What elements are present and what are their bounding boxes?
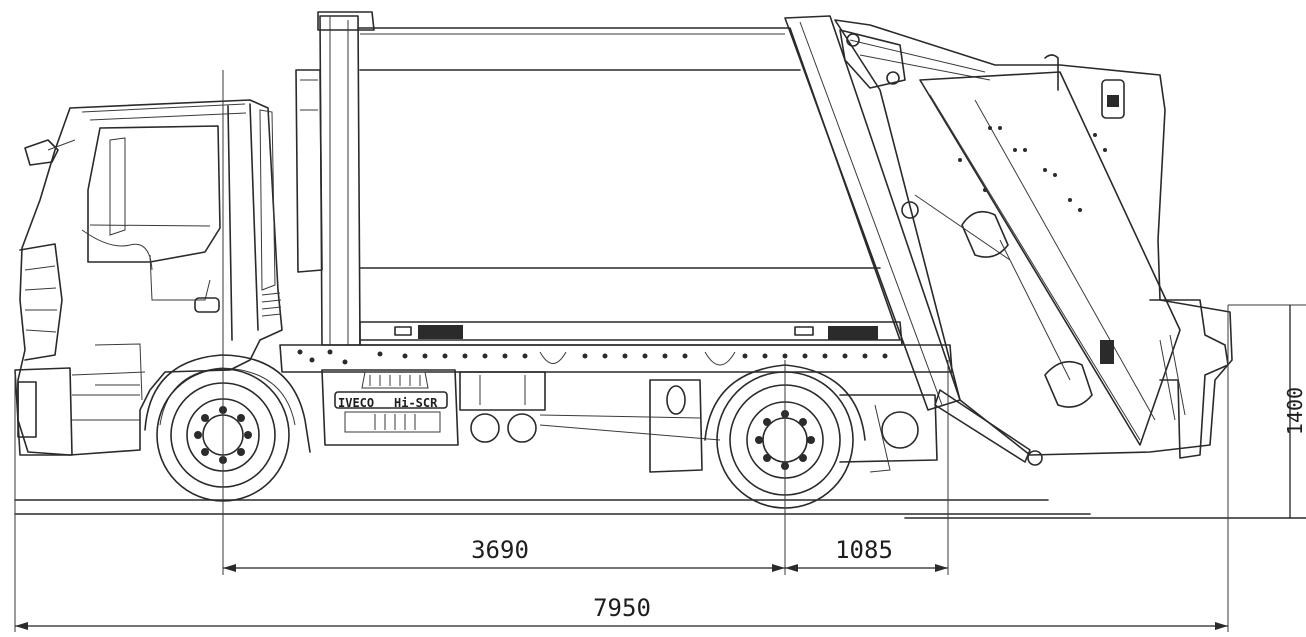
tailgate — [834, 19, 1233, 466]
brand-plate-text: IVECO — [338, 396, 374, 410]
chassis-rail — [279, 344, 953, 373]
tank-unit — [321, 369, 721, 446]
compactor-body — [295, 11, 961, 411]
dim-height-label: 1400 — [1283, 387, 1306, 435]
cab — [14, 99, 311, 456]
ground-lines — [14, 499, 1306, 519]
dim-wheelbase-label: 3690 — [471, 536, 529, 564]
model-plate-text: Hi-SCR — [394, 396, 438, 410]
rear-suspension — [649, 379, 938, 473]
rear-wheel — [704, 360, 866, 575]
dim-rear-overhang-label: 1085 — [835, 536, 893, 564]
dimension-lines — [14, 304, 1306, 632]
tailgate-dots — [958, 126, 1107, 212]
front-wheel — [156, 70, 290, 575]
dim-overall-length-label: 7950 — [593, 594, 651, 622]
